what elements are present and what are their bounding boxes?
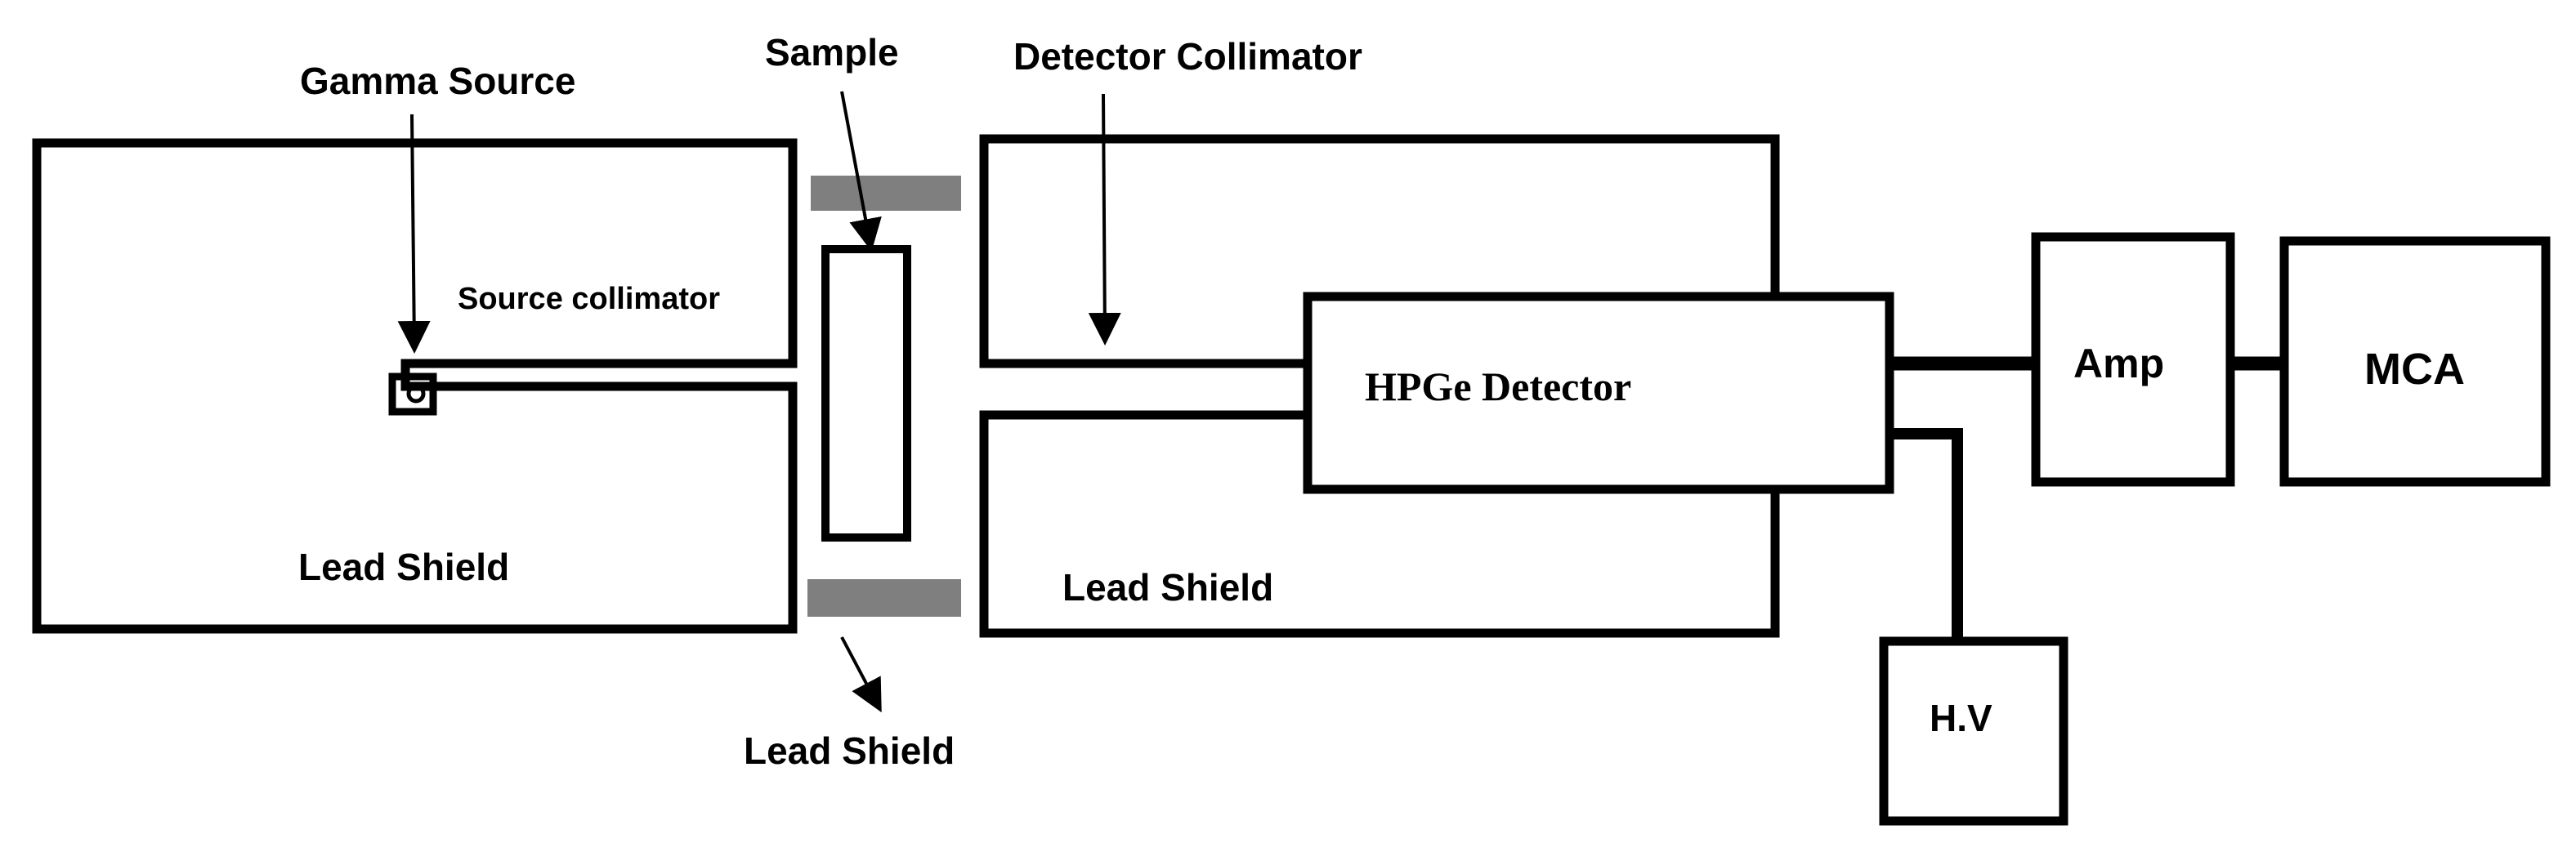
right-lead-shield-outline xyxy=(979,134,1780,368)
gamma-source-point xyxy=(406,384,426,404)
lead-shield-left-label: Lead Shield xyxy=(298,546,509,588)
lead-shield-bar-top xyxy=(811,176,961,211)
lead-shield-right-label: Lead Shield xyxy=(1062,566,1273,609)
left-lead-shield-outline xyxy=(32,138,798,634)
lead-shield-bottom-label: Lead Shield xyxy=(744,729,955,772)
lead-shield-bar-bottom xyxy=(807,579,961,617)
hv-label: H.V xyxy=(1930,697,1992,739)
detector-hv-cable xyxy=(1890,428,1963,641)
sample-holder xyxy=(821,245,911,542)
right-lead-shield-outline-lower xyxy=(979,410,1780,638)
gamma-source-capsule xyxy=(388,372,437,416)
mca-label: MCA xyxy=(2364,345,2465,394)
amp-label: Amp xyxy=(2073,341,2164,386)
hpge-detector-box xyxy=(1303,292,1894,494)
hv-box xyxy=(1879,636,2068,826)
gamma-source-label: Gamma Source xyxy=(300,60,575,102)
detector-collimator-label: Detector Collimator xyxy=(1013,35,1362,78)
gamma-source-arrow xyxy=(397,114,431,354)
sample-arrow xyxy=(840,91,882,252)
mca-box xyxy=(2279,236,2551,487)
hpge-detector-label: HPGe Detector xyxy=(1365,364,1631,409)
lead-shield-bottom-arrow xyxy=(840,636,882,713)
source-collimator-label: Source collimator xyxy=(458,282,720,316)
detector-collimator-arrow xyxy=(1088,93,1121,346)
sample-label: Sample xyxy=(765,31,899,74)
